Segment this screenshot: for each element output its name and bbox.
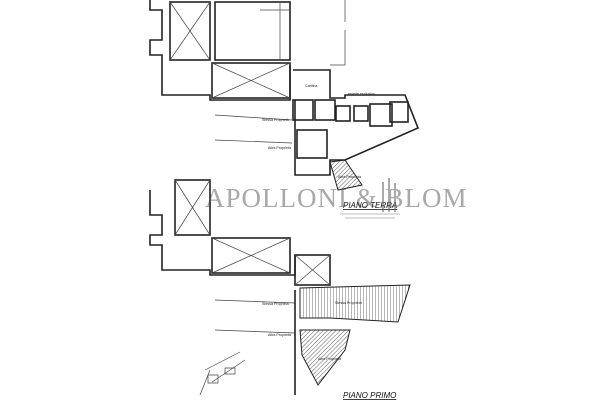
first-floor-plan bbox=[149, 179, 411, 396]
label-stessa-3: Stessa Proprietà bbox=[335, 301, 362, 305]
label-resede: resede esclusivo bbox=[348, 92, 375, 96]
watermark-text: APOLLONI & BLOM bbox=[205, 183, 468, 213]
label-cantina: Cantina bbox=[305, 84, 317, 88]
label-altra-stairs-1: Altra Proprietà bbox=[338, 175, 361, 179]
floor-title-first: PIANO PRIMO bbox=[343, 391, 396, 400]
floor-title-ground: PIANO TERRA bbox=[343, 201, 397, 210]
label-stessa-2: Stessa Proprietà bbox=[262, 302, 289, 306]
label-altra-stairs-2: Altra Proprietà bbox=[318, 357, 341, 361]
label-altra-1: Altra Proprietà bbox=[268, 146, 291, 150]
ground-floor-plan bbox=[149, 0, 420, 191]
watermark-logo: APOLLONI & BLOM bbox=[205, 178, 468, 219]
label-altra-2: Altra Proprietà bbox=[268, 333, 291, 337]
label-stessa-1: Stessa Proprietà bbox=[262, 118, 289, 122]
